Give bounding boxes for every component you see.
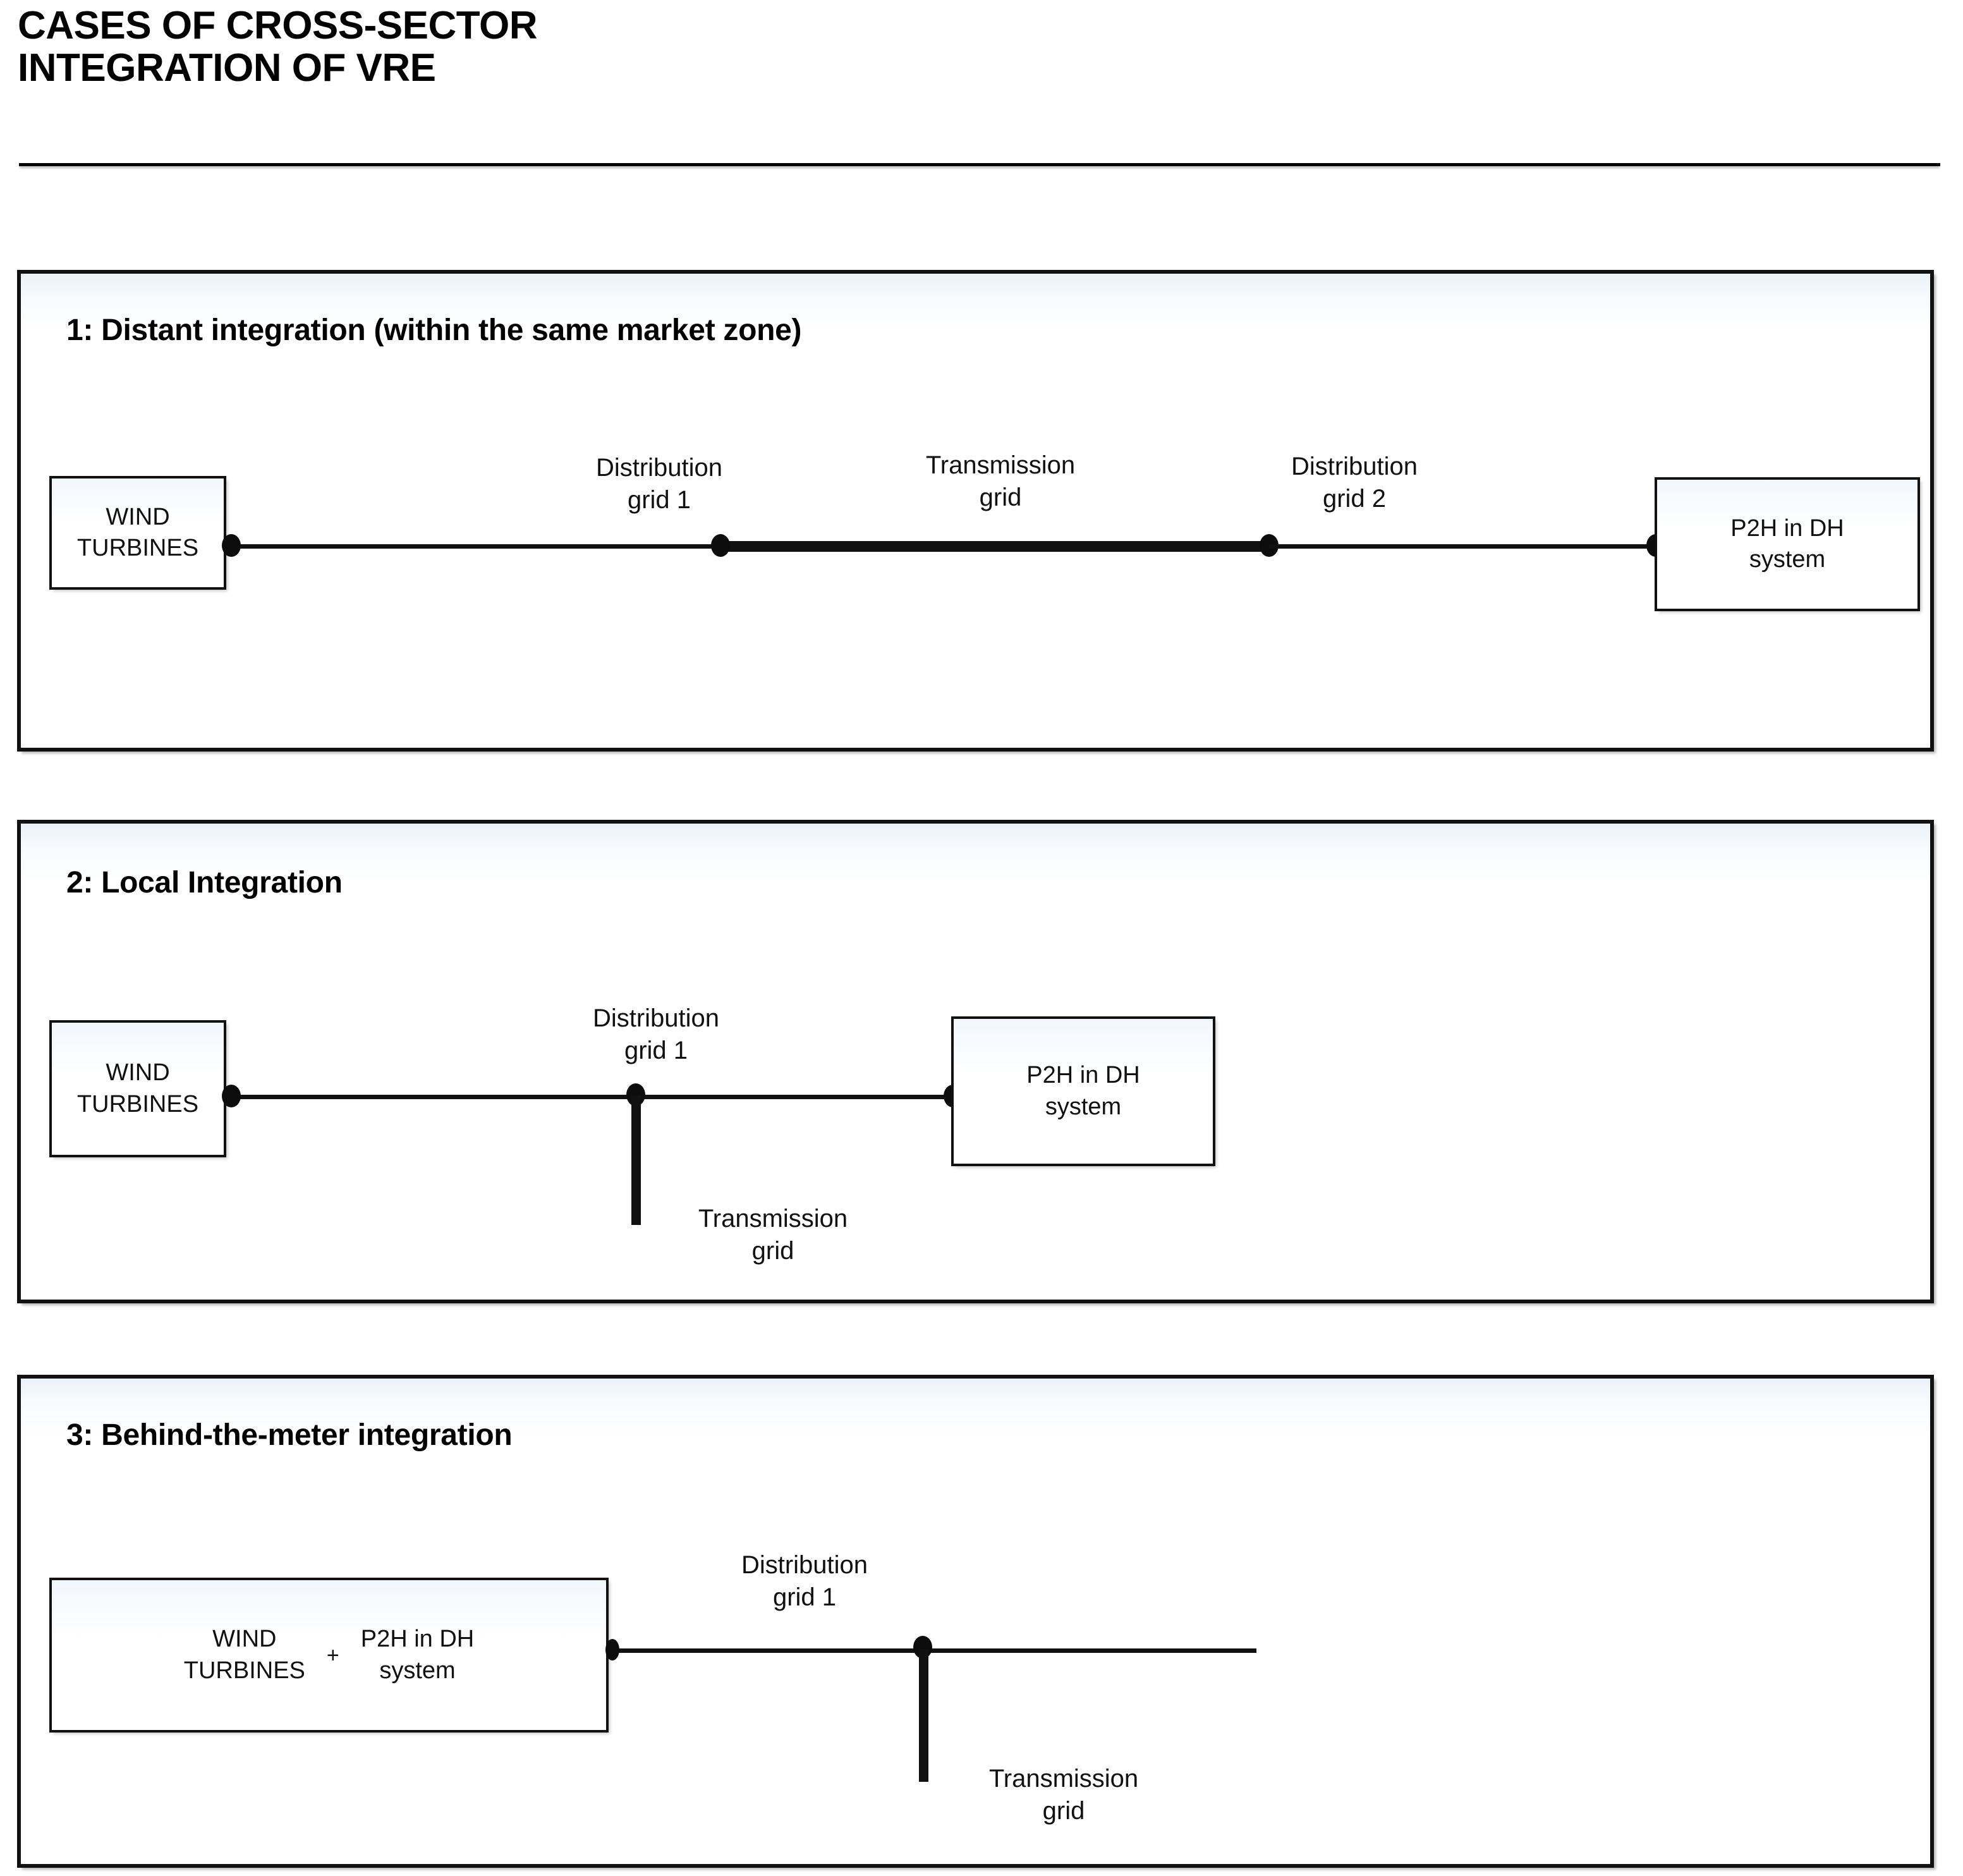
combo-wind-turbines: WIND TURBINES [184, 1624, 305, 1686]
panel-2-heading: 2: Local Integration [66, 866, 343, 899]
distribution-grid-1-label: Distribution grid 1 [741, 1551, 868, 1612]
wind-turbines-label-line2: TURBINES [76, 1090, 199, 1118]
wind-turbines-plus-p2h-box: WIND TURBINES + P2H in DH system [49, 1578, 609, 1733]
distribution-grid-2-label: Distribution grid 2 [1291, 453, 1418, 513]
distribution-grid-1-wire [229, 1095, 956, 1099]
transmission-grid-label: Transmission grid [925, 451, 1076, 512]
wind-turbines-label-line2: TURBINES [183, 1657, 305, 1684]
transmission-grid-stub [919, 1649, 928, 1782]
panel-3-heading: 3: Behind-the-meter integration [66, 1418, 513, 1452]
wind-turbines-label-line1: WIND [106, 1059, 170, 1087]
transmission-grid-wire [721, 541, 1277, 552]
transmission-grid-stub [631, 1095, 641, 1225]
wind-turbines-label-line1: WIND [106, 503, 170, 530]
header-divider [19, 163, 1940, 166]
panel-distant-integration: 1: Distant integration (within the same … [17, 270, 1934, 752]
page-title: CASES OF CROSS-SECTOR INTEGRATION OF VRE [18, 4, 538, 90]
p2h-in-dh-system-box: P2H in DH system [1655, 477, 1920, 611]
plus-operator: + [326, 1643, 339, 1667]
node-dot-transmission-left [711, 534, 730, 557]
panel-1-heading: 1: Distant integration (within the same … [66, 314, 802, 347]
p2h-label-line1: P2H in DH [360, 1626, 475, 1653]
transmission-grid-label: Transmission grid [988, 1765, 1139, 1825]
combo-p2h: P2H in DH system [361, 1624, 475, 1686]
p2h-label-line1: P2H in DH [1026, 1062, 1140, 1089]
distribution-grid-1-label: Distribution grid 1 [592, 1004, 720, 1065]
node-dot-combined-box [605, 1639, 619, 1660]
distribution-grid-1-wire [612, 1648, 1256, 1653]
wind-turbines-label-line1: WIND [212, 1626, 277, 1653]
wind-turbines-label-line2: TURBINES [76, 535, 199, 561]
wind-turbines-box: WIND TURBINES [49, 476, 226, 590]
node-dot-wind-turbines [222, 1085, 241, 1107]
p2h-label-line2: system [1045, 1093, 1122, 1120]
node-dot-wind-turbines [222, 534, 241, 557]
transmission-grid-label: Transmission grid [698, 1205, 848, 1265]
p2h-label-line2: system [1749, 546, 1826, 573]
distribution-grid-2-wire [1269, 544, 1661, 549]
wind-turbines-box: WIND TURBINES [49, 1020, 226, 1157]
panel-behind-the-meter-integration: 3: Behind-the-meter integration WIND TUR… [17, 1375, 1934, 1868]
distribution-grid-1-label: Distribution grid 1 [595, 454, 723, 515]
panel-local-integration: 2: Local Integration WIND TURBINES Distr… [17, 820, 1934, 1303]
p2h-label-line1: P2H in DH [1730, 515, 1844, 542]
p2h-label-line2: system [379, 1657, 456, 1684]
p2h-in-dh-system-box: P2H in DH system [951, 1016, 1215, 1166]
distribution-grid-1-wire [229, 544, 722, 549]
